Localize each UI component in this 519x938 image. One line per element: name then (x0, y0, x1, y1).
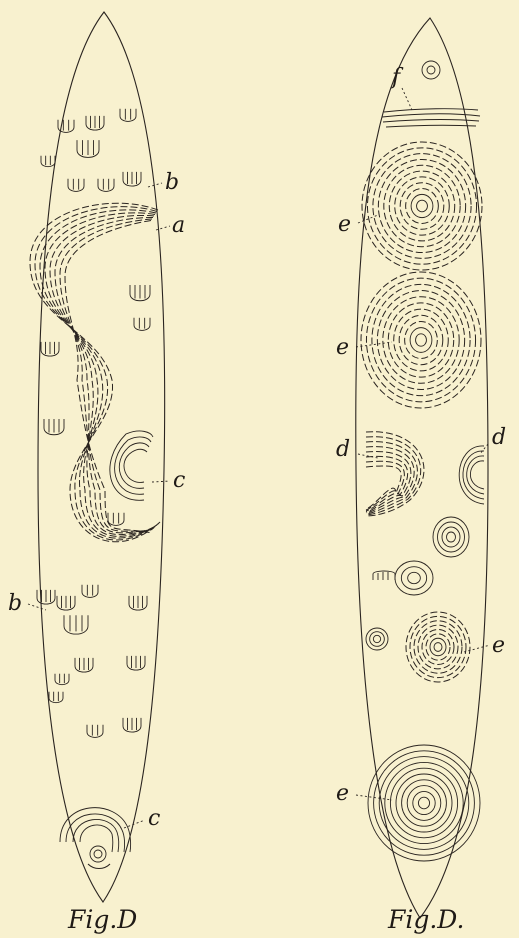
label-d-right: d (492, 425, 506, 450)
concentric-ring (433, 517, 469, 557)
label-a: a (172, 213, 185, 238)
concentric-ring (406, 612, 470, 682)
label-e-4: e (336, 781, 349, 806)
left-figure: b a c b c Fig.D (8, 12, 185, 934)
label-e-1: e (338, 212, 351, 237)
granule-icon (57, 596, 75, 610)
granule-icon (87, 725, 103, 738)
granule-icon (130, 285, 150, 301)
granule-icon (98, 179, 114, 192)
label-d-left: d (336, 437, 350, 462)
c-arcs-bottom (60, 808, 131, 869)
concentric-ring (361, 272, 481, 408)
label-b-bottom: b (8, 591, 22, 616)
granule-icon (41, 156, 55, 167)
label-b-top: b (165, 170, 179, 195)
granule-icon (77, 140, 99, 157)
concentric-ring (366, 628, 388, 650)
granule-icon (64, 615, 88, 634)
label-c-mid: c (173, 468, 185, 493)
right-cell-outline (356, 18, 488, 918)
concentric-ring (362, 142, 482, 270)
granule-icon (127, 656, 145, 670)
label-e-2: e (336, 335, 349, 360)
c-horseshoe-mid (110, 431, 153, 500)
granule-icon (37, 590, 55, 604)
granule-icon (49, 692, 63, 703)
d-arcs (366, 432, 484, 516)
granule-icon (86, 116, 104, 130)
granule-icon (129, 596, 147, 610)
granule-icon (68, 179, 84, 192)
granule-icon (108, 513, 124, 526)
label-e-3: e (492, 633, 505, 658)
granule-icon (134, 318, 150, 331)
small-granule-right (373, 571, 395, 580)
granule-icon (75, 658, 93, 672)
label-f: f (390, 65, 404, 90)
right-figure: f e e d d e e Fig.D. (336, 18, 506, 934)
granule-icon (58, 120, 74, 133)
granule-icon (123, 172, 141, 186)
caption-left: Fig.D (67, 905, 137, 934)
granule-icon (120, 109, 136, 122)
s-band (30, 203, 160, 542)
granule-icon (82, 585, 98, 598)
left-cell-outline (38, 12, 165, 902)
caption-right: Fig.D. (387, 905, 464, 934)
granule-icon (55, 674, 69, 685)
granule-icon (44, 419, 64, 435)
concentric-ring (395, 561, 433, 595)
granule-icon (41, 342, 59, 356)
concentric-ring (368, 745, 480, 861)
granule-icon (123, 718, 141, 732)
label-c-bottom: c (148, 806, 160, 831)
